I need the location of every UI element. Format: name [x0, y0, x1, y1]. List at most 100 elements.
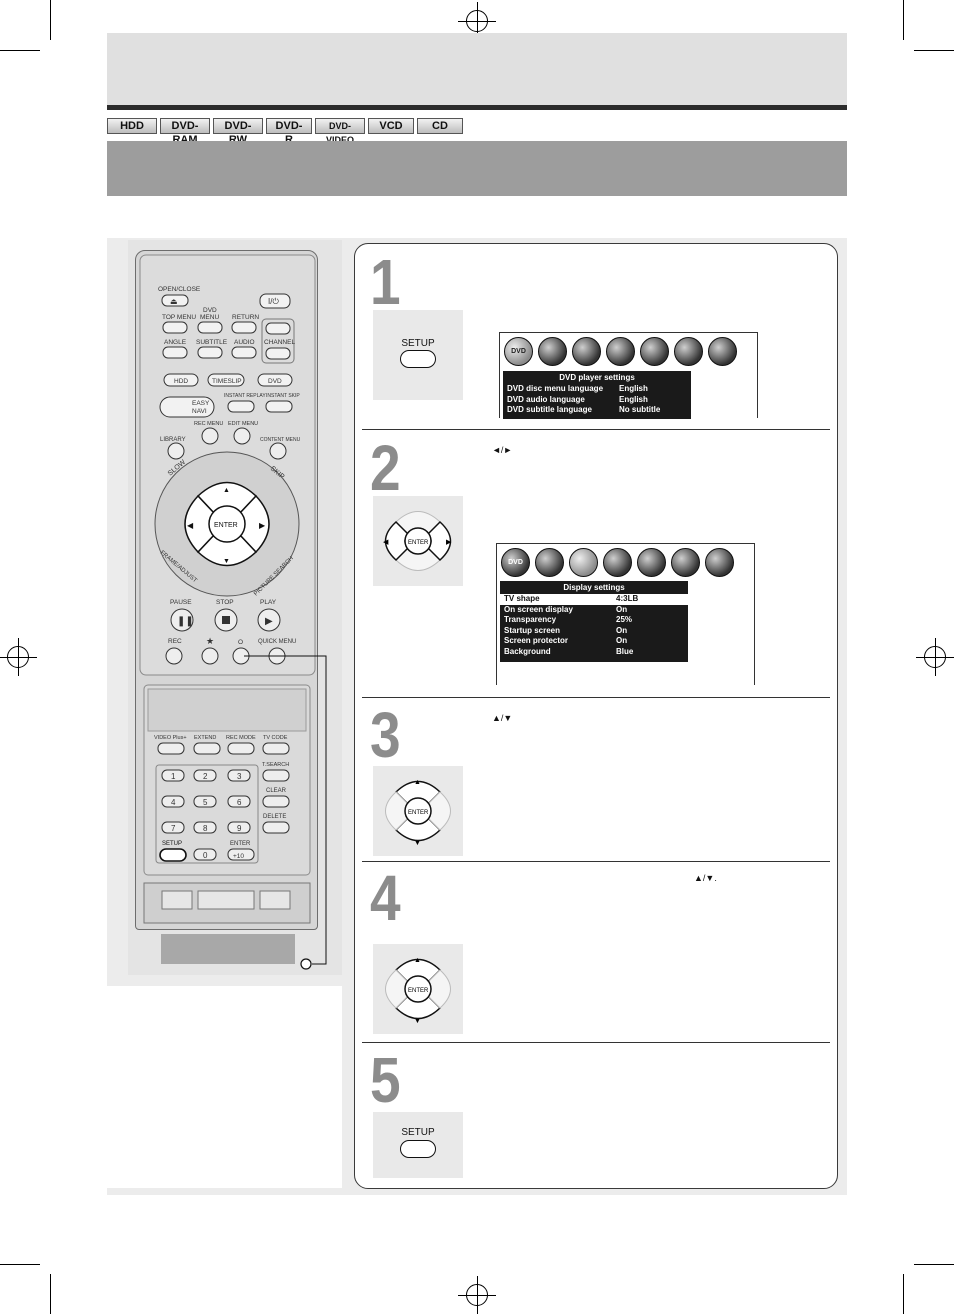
key-icon[interactable] — [674, 337, 703, 366]
step-divider — [362, 861, 830, 862]
enter-button[interactable] — [404, 975, 432, 1003]
clock-icon[interactable] — [606, 337, 635, 366]
key-2[interactable] — [193, 769, 217, 782]
hdd-button[interactable] — [163, 373, 199, 387]
arrow-right-icon: ▶ — [446, 539, 452, 546]
pause-button[interactable] — [170, 608, 194, 632]
dvd-group-label: DVD — [203, 307, 217, 314]
dvd-disc-icon[interactable]: DVD — [501, 548, 530, 577]
audio-button[interactable] — [231, 346, 257, 359]
top-menu-button[interactable] — [162, 321, 188, 334]
arrow-left-icon: ◀ — [383, 539, 389, 546]
edit-menu-button[interactable] — [233, 427, 251, 445]
key-1[interactable] — [161, 769, 185, 782]
osd-value: On — [616, 636, 628, 645]
key-3[interactable] — [227, 769, 251, 782]
setup-button[interactable] — [400, 1140, 436, 1158]
key-icon[interactable] — [671, 548, 700, 577]
instant-replay-button[interactable] — [227, 400, 255, 413]
audio-icon[interactable] — [538, 337, 567, 366]
display-icon[interactable] — [569, 548, 598, 577]
rec-mode-button[interactable] — [227, 742, 255, 755]
cover-slot — [259, 890, 291, 910]
audio-icon[interactable] — [535, 548, 564, 577]
enter-button[interactable] — [208, 505, 246, 543]
osd-value: No subtitle — [619, 405, 661, 414]
instant-skip-button[interactable] — [265, 400, 293, 413]
video-plus-button[interactable] — [157, 742, 185, 755]
plus10-button[interactable] — [227, 848, 255, 861]
setup-remote-button[interactable] — [159, 848, 187, 862]
angle-label: ANGLE — [164, 339, 187, 346]
step-divider — [362, 697, 830, 698]
osd-title: DVD player settings — [559, 373, 635, 382]
top-menu-label: TOP MENU — [162, 314, 196, 321]
angle-button[interactable] — [162, 346, 188, 359]
timeslip-label: TIMESLIP — [212, 378, 242, 385]
dvd-disc-icon[interactable]: DVD — [504, 337, 533, 366]
key-8[interactable] — [193, 821, 217, 834]
play-button[interactable] — [257, 608, 281, 632]
tv-code-label: TV CODE — [263, 735, 288, 741]
power-button[interactable] — [259, 293, 291, 309]
dvd-button[interactable] — [257, 373, 293, 387]
clock-icon[interactable] — [603, 548, 632, 577]
rec-button[interactable] — [165, 647, 183, 665]
extend-button[interactable] — [193, 742, 221, 755]
step4-button-illustration: ▲ ▼ ENTER — [373, 944, 463, 1034]
key-3-label: 3 — [237, 772, 242, 781]
key-4-label: 4 — [171, 798, 176, 807]
extend-label: EXTEND — [194, 735, 216, 741]
disc-icon[interactable] — [705, 548, 734, 577]
star-button[interactable] — [201, 647, 219, 665]
channel-up-button[interactable] — [265, 322, 291, 335]
key-0[interactable] — [193, 848, 217, 861]
satellite-icon[interactable] — [640, 337, 669, 366]
rec-menu-button[interactable] — [201, 427, 219, 445]
rec-menu-label: REC MENU — [194, 421, 223, 427]
key-6[interactable] — [227, 795, 251, 808]
key-5[interactable] — [193, 795, 217, 808]
channel-down-button[interactable] — [265, 347, 291, 360]
open-close-button[interactable] — [161, 294, 189, 307]
setup-button[interactable] — [400, 350, 436, 368]
key-7[interactable] — [161, 821, 185, 834]
step-number-2: 2 — [370, 432, 401, 504]
timeslip-button[interactable] — [207, 373, 245, 387]
clear-button[interactable] — [262, 795, 290, 808]
content-menu-label: CONTENT MENU — [260, 437, 301, 443]
enter-button[interactable] — [404, 527, 432, 555]
key-4[interactable] — [161, 795, 185, 808]
note-box — [161, 934, 295, 964]
step-number-4: 4 — [370, 862, 401, 934]
subtitle-button[interactable] — [197, 346, 223, 359]
tsearch-button[interactable] — [262, 769, 290, 782]
quick-menu-label: QUICK MENU — [258, 639, 296, 645]
easy-navi-button[interactable] — [159, 396, 215, 418]
tv-code-button[interactable] — [262, 742, 290, 755]
delete-button[interactable] — [262, 821, 290, 834]
disc-icon[interactable] — [708, 337, 737, 366]
edit-menu-label: EDIT MENU — [228, 421, 258, 427]
key-9[interactable] — [227, 821, 251, 834]
return-button[interactable] — [231, 321, 257, 334]
video-plus-label: VIDEO Plus+ — [154, 735, 187, 741]
display-icon[interactable] — [572, 337, 601, 366]
menu-button[interactable] — [197, 321, 223, 334]
library-button[interactable] — [167, 442, 185, 460]
satellite-icon[interactable] — [637, 548, 666, 577]
pause-label: PAUSE — [170, 599, 192, 606]
header-band — [107, 33, 847, 105]
osd-menu: DVD player settings DVD disc menu langua… — [503, 371, 691, 419]
enter-button[interactable] — [404, 797, 432, 825]
content-menu-button[interactable] — [269, 442, 287, 460]
